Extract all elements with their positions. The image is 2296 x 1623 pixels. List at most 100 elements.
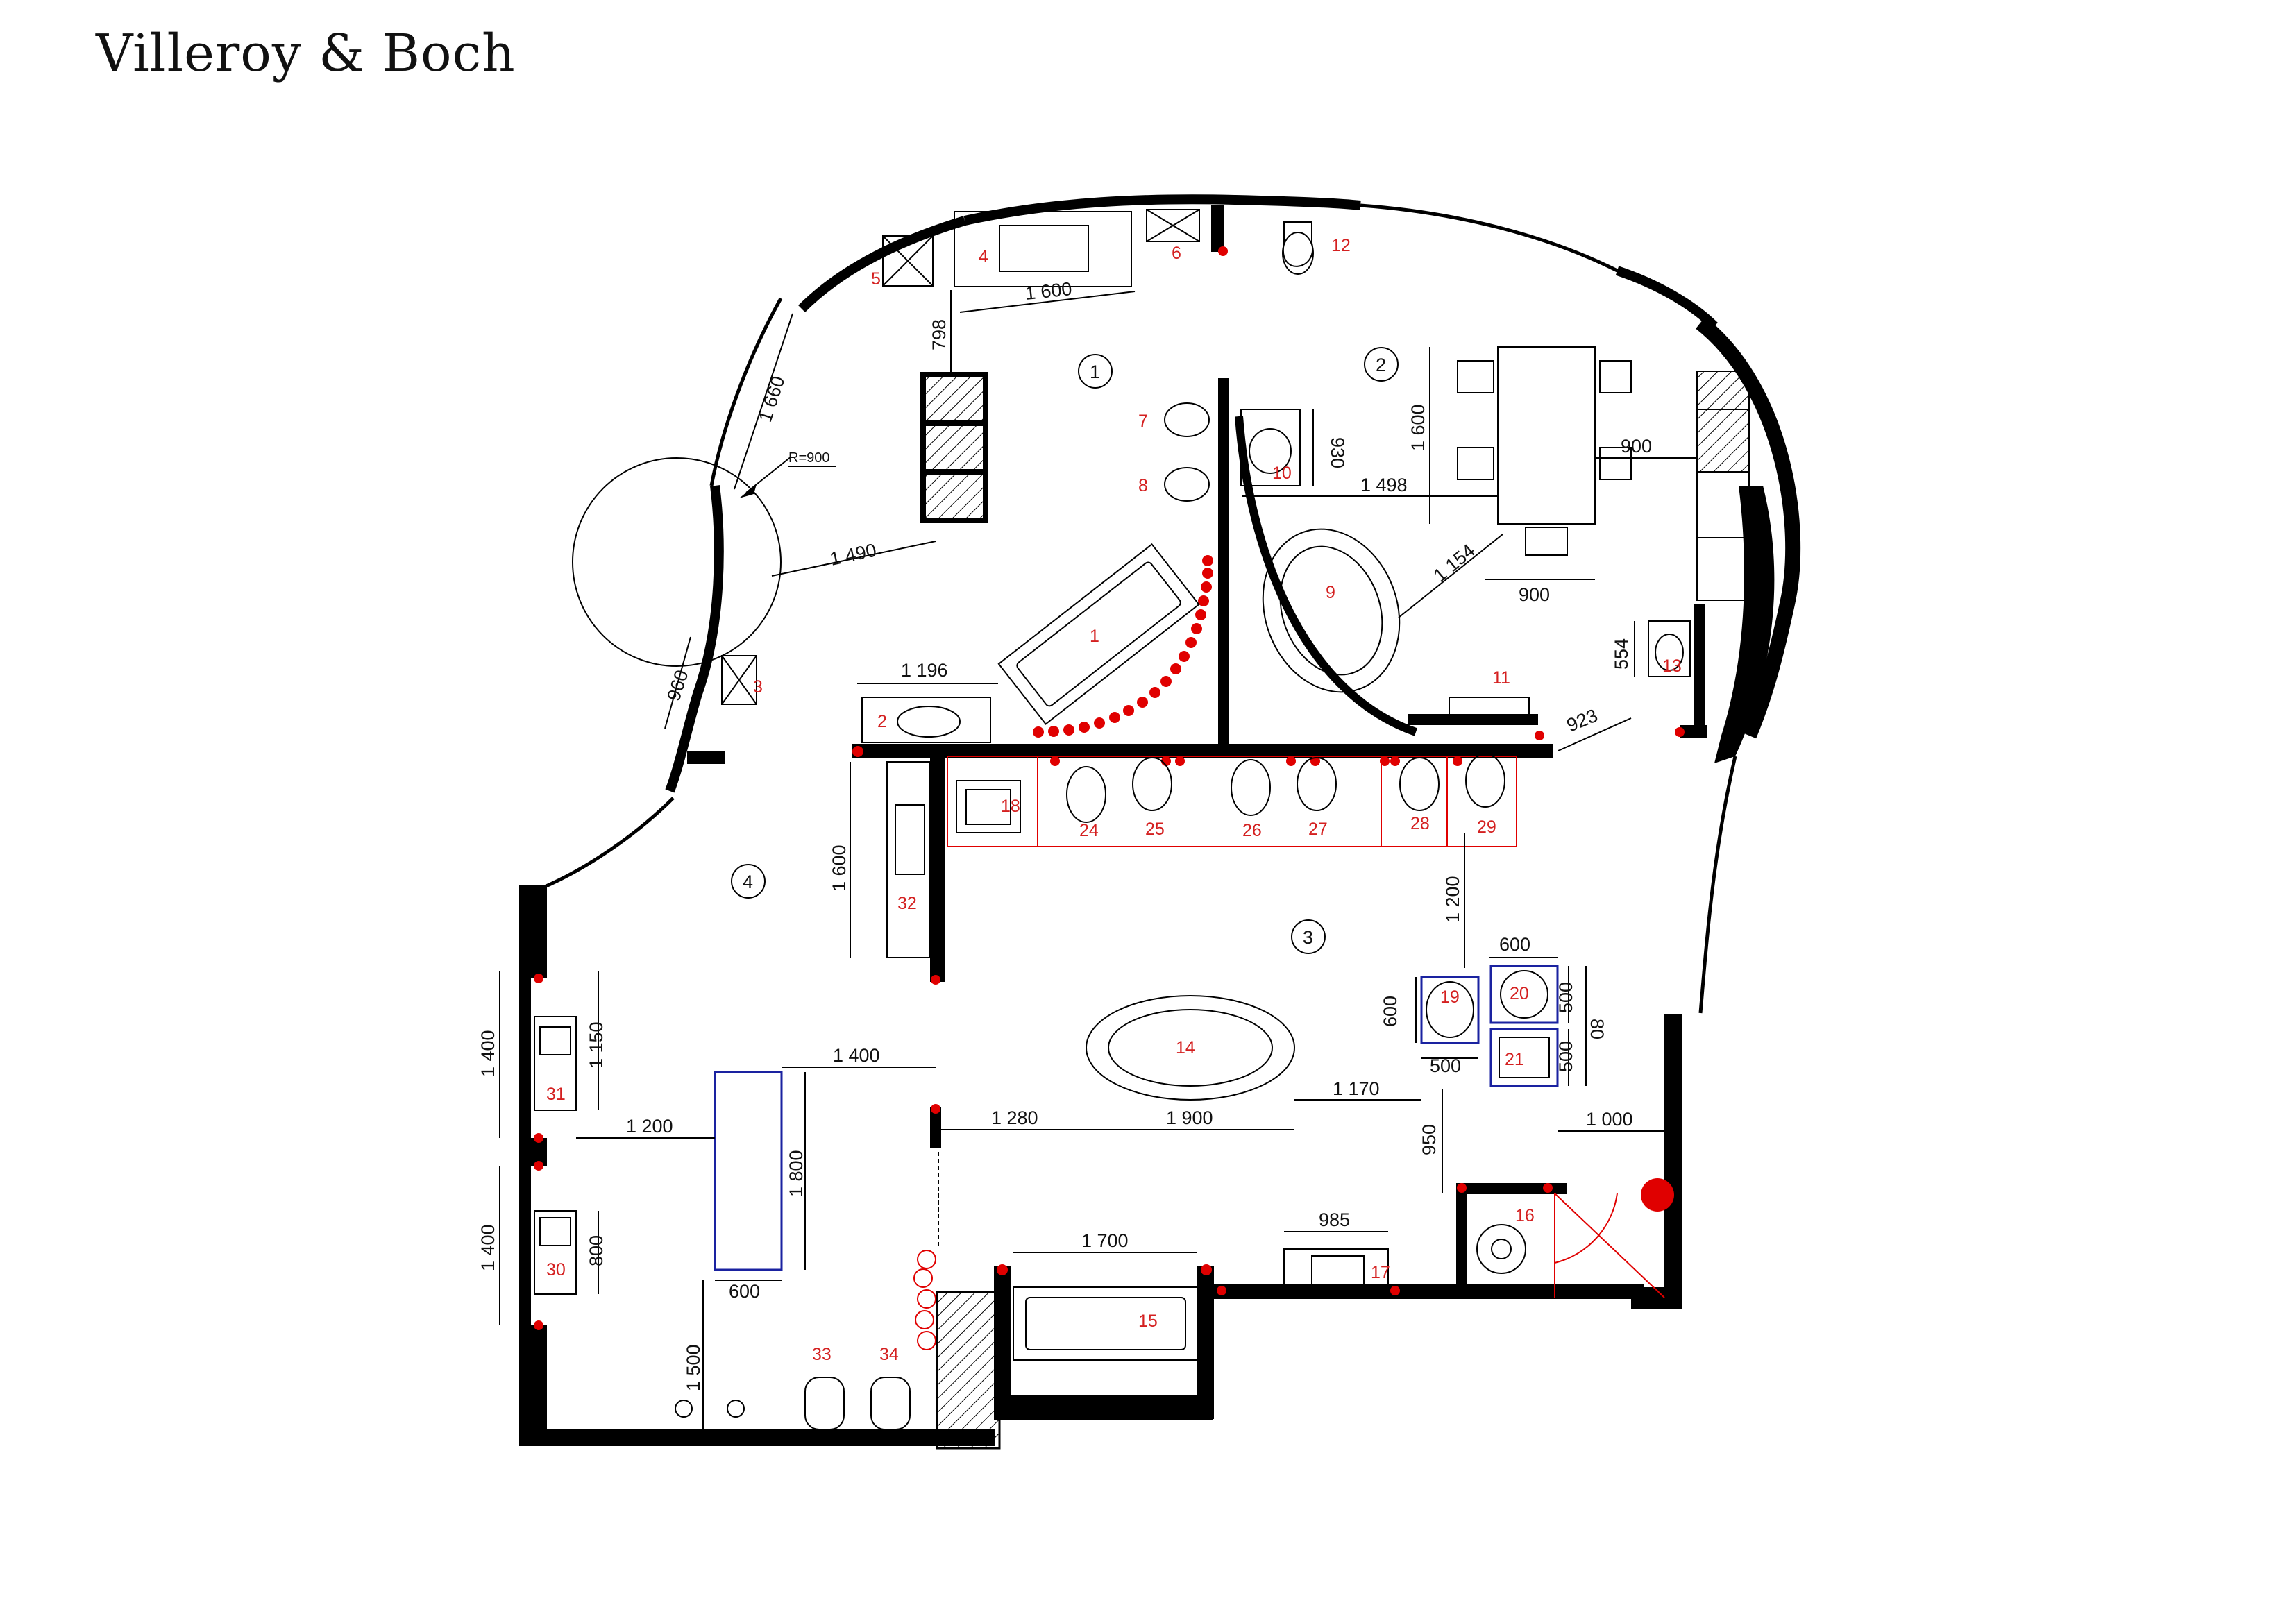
vanity-17 xyxy=(1283,1248,1389,1298)
chair-2 xyxy=(1457,447,1494,480)
basin-31 xyxy=(534,1016,577,1111)
svg-text:8: 8 xyxy=(1138,476,1148,495)
svg-text:930: 930 xyxy=(1327,437,1348,468)
top-post xyxy=(1211,205,1224,252)
bottom-center-post-r xyxy=(1197,1266,1214,1419)
svg-text:27: 27 xyxy=(1308,819,1328,839)
svg-text:2: 2 xyxy=(1376,355,1386,375)
svg-text:19: 19 xyxy=(1440,987,1460,1007)
bidet-8 xyxy=(1164,467,1210,502)
wc16-wall-t xyxy=(1456,1183,1567,1194)
vanity-4 xyxy=(954,211,1132,287)
svg-text:20: 20 xyxy=(1510,984,1529,1003)
dimension-labels: 1 600 798 1 660 1 490 960 930 1 498 1 60… xyxy=(478,278,1652,1391)
svg-text:26: 26 xyxy=(1242,821,1262,840)
svg-text:28: 28 xyxy=(1410,814,1430,833)
wc-28 xyxy=(1399,757,1440,811)
shower-column xyxy=(714,1071,783,1271)
cabinet-3 xyxy=(721,655,757,705)
zone-2-marker xyxy=(1364,347,1399,382)
svg-text:5: 5 xyxy=(871,269,881,289)
svg-text:1 400: 1 400 xyxy=(833,1045,880,1066)
svg-text:1 400: 1 400 xyxy=(478,1224,498,1271)
svg-text:1 200: 1 200 xyxy=(1442,876,1463,923)
partition-circles xyxy=(913,1250,936,1350)
dimension-lines xyxy=(499,290,1697,1429)
svg-text:9: 9 xyxy=(1326,583,1335,602)
svg-text:29: 29 xyxy=(1477,817,1496,837)
zone4-divider xyxy=(930,753,945,982)
svg-text:1 000: 1 000 xyxy=(1586,1109,1633,1130)
svg-text:25: 25 xyxy=(1145,819,1165,839)
top-right-wall xyxy=(1615,266,1718,330)
svg-text:13: 13 xyxy=(1662,656,1682,676)
svg-text:1 150: 1 150 xyxy=(586,1021,607,1069)
wc-33 xyxy=(804,1377,845,1430)
svg-text:600: 600 xyxy=(729,1281,760,1302)
wc-27 xyxy=(1297,757,1337,811)
svg-text:15: 15 xyxy=(1138,1311,1158,1331)
svg-text:1 800: 1 800 xyxy=(786,1150,807,1197)
wc-29 xyxy=(1465,754,1505,808)
basin-18 xyxy=(956,780,1021,833)
basin-21 xyxy=(1489,1028,1559,1087)
cabinet-6 xyxy=(1146,209,1200,242)
svg-text:34: 34 xyxy=(879,1345,899,1364)
svg-text:1 600: 1 600 xyxy=(1408,404,1428,451)
svg-text:1 900: 1 900 xyxy=(1166,1107,1213,1128)
svg-text:33: 33 xyxy=(812,1345,832,1364)
bottom-wall xyxy=(519,1429,995,1446)
fixtures xyxy=(534,209,1750,1430)
wall-end-caps xyxy=(534,246,1685,1330)
svg-text:1 600: 1 600 xyxy=(829,844,850,892)
svg-text:500: 500 xyxy=(1430,1055,1461,1076)
radius-label: R=900 xyxy=(788,450,830,466)
bathtub-14 xyxy=(1086,995,1295,1101)
svg-text:24: 24 xyxy=(1079,821,1099,840)
center-vertical-wall xyxy=(1218,378,1229,746)
svg-text:16: 16 xyxy=(1515,1206,1535,1225)
zone-markers: 1 2 3 4 xyxy=(731,347,1399,954)
svg-text:2: 2 xyxy=(877,712,887,731)
svg-text:1 200: 1 200 xyxy=(626,1116,673,1137)
svg-text:1 498: 1 498 xyxy=(1360,475,1408,495)
radius-circle xyxy=(572,457,782,667)
svg-text:1 400: 1 400 xyxy=(478,1030,498,1077)
wc16-wall-l xyxy=(1456,1188,1467,1299)
zone-4-marker xyxy=(731,864,766,899)
svg-text:1 660: 1 660 xyxy=(754,373,788,425)
chair-3 xyxy=(1599,360,1632,393)
left-wall-curve xyxy=(665,485,724,793)
zone3-left-wall xyxy=(930,1107,941,1148)
svg-text:32: 32 xyxy=(897,894,917,913)
chair-5 xyxy=(1525,527,1568,556)
bidet-7 xyxy=(1164,402,1210,437)
left-stub xyxy=(687,751,725,764)
svg-text:554: 554 xyxy=(1611,638,1632,670)
chair-1 xyxy=(1457,360,1494,393)
left-window-upper xyxy=(709,297,783,486)
svg-text:1 280: 1 280 xyxy=(991,1107,1038,1128)
basin-30 xyxy=(534,1210,577,1295)
svg-text:4: 4 xyxy=(979,247,988,266)
right-wall-thick xyxy=(1696,316,1801,739)
svg-text:1 700: 1 700 xyxy=(1081,1230,1129,1251)
svg-text:1 170: 1 170 xyxy=(1333,1078,1380,1099)
spout-a xyxy=(675,1400,693,1418)
svg-text:500: 500 xyxy=(1555,982,1576,1013)
right-window xyxy=(1698,756,1737,1014)
svg-text:923: 923 xyxy=(1564,705,1601,736)
bottom-right-wall xyxy=(1213,1284,1644,1299)
svg-text:1 600: 1 600 xyxy=(1024,278,1072,304)
toilet-12 xyxy=(1282,221,1314,267)
right-pillar xyxy=(1714,486,1775,763)
left-window-lower xyxy=(541,797,675,890)
item-numbers: 1 2 3 4 5 6 7 8 9 10 11 12 13 14 15 16 1… xyxy=(546,236,1682,1364)
svg-text:3: 3 xyxy=(753,677,763,697)
top-curved-wall xyxy=(798,216,967,312)
svg-text:900: 900 xyxy=(1621,436,1652,457)
svg-text:4: 4 xyxy=(743,872,753,892)
svg-text:17: 17 xyxy=(1371,1263,1390,1282)
wc-34 xyxy=(870,1377,911,1430)
